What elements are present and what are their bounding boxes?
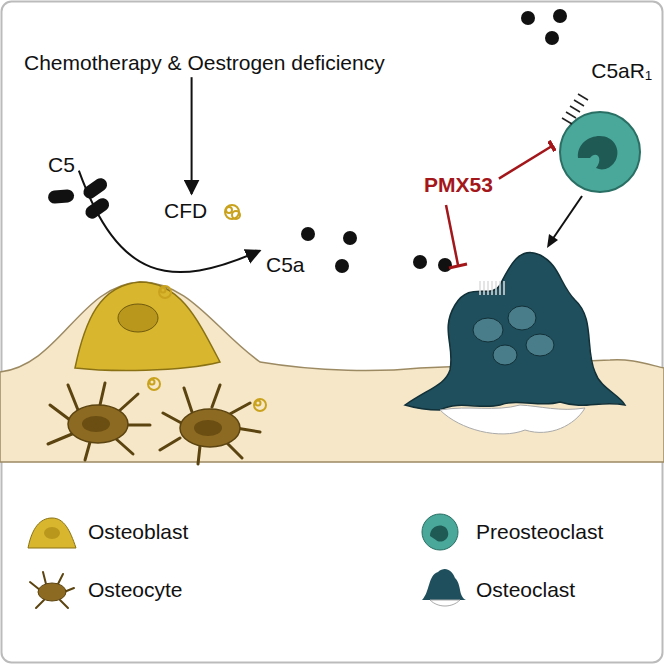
c5a-label: C5a bbox=[262, 250, 309, 279]
legend-text: Osteoclast bbox=[476, 578, 575, 602]
node-text: PMX53 bbox=[424, 172, 493, 197]
legend-text: Osteoblast bbox=[88, 520, 188, 544]
node-text: C5aR₁ bbox=[591, 58, 652, 83]
arrow bbox=[191, 77, 193, 194]
arrow bbox=[79, 171, 260, 272]
inhibition-line bbox=[499, 146, 552, 179]
node-text: Chemotherapy & Oestrogen deficiency bbox=[24, 50, 385, 75]
cfd-label: CFD bbox=[160, 196, 211, 225]
node-text: C5a bbox=[266, 252, 305, 277]
legend-text: Osteocyte bbox=[88, 578, 183, 602]
c5-label: C5 bbox=[44, 150, 79, 179]
cause-label: Chemotherapy & Oestrogen deficiency bbox=[20, 48, 389, 77]
node-text: CFD bbox=[164, 198, 207, 223]
legend-text: Preosteoclast bbox=[476, 520, 603, 544]
pmx53-label: PMX53 bbox=[420, 170, 497, 199]
preosteoclast-cell: C5aR₁ bbox=[556, 58, 652, 194]
node-text: C5 bbox=[48, 152, 75, 177]
